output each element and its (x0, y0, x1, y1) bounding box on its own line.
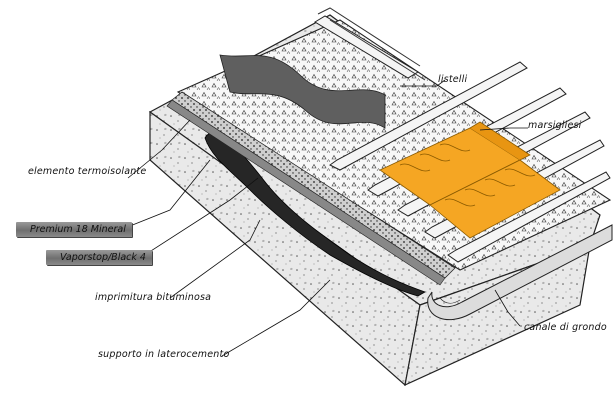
label-elemento-termoisolante: elemento termoisolante (28, 166, 147, 177)
bitumen-layer (204, 132, 426, 297)
label-marsigliesi: marsigliesi (528, 120, 582, 131)
ridge-rods (317, 7, 426, 81)
label-premium-18-mineral: Premium 18 Mineral (16, 222, 132, 237)
gutter (427, 224, 613, 321)
label-imprimitura-bituminosa: imprimitura bituminosa (95, 292, 212, 303)
label-canale-di-grondo: canale di grondo (524, 322, 607, 333)
label-listelli: listelli (438, 74, 468, 85)
leader-lines (124, 79, 528, 357)
label-supporto-laterocemento: supporto in laterocemento (98, 349, 230, 360)
marseille-tiles (379, 121, 561, 239)
label-vaporstop-black-4: Vaporstop/Black 4 (46, 250, 152, 265)
membrane-wave (219, 54, 386, 129)
